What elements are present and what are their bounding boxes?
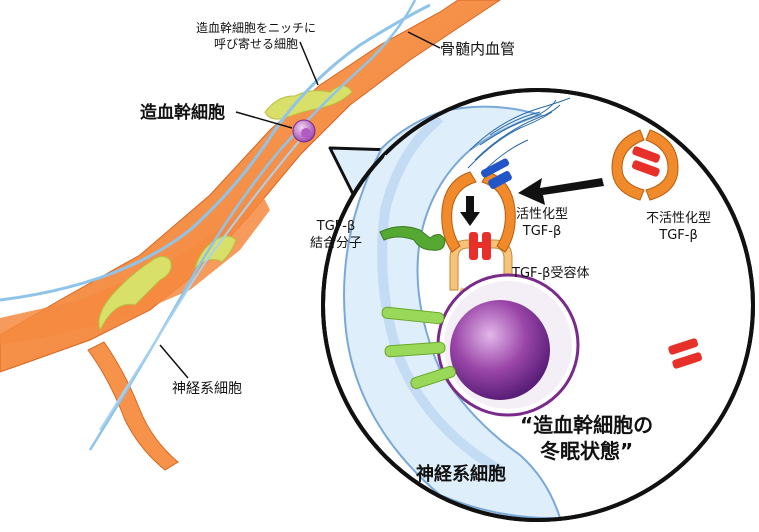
label-nerve-cell-inner: 神経系細胞 — [416, 464, 506, 485]
inactive-tgf-beta — [611, 129, 679, 201]
label-bone-marrow-vessel: 骨髄内血管 — [440, 40, 516, 58]
niche-cell — [194, 235, 237, 270]
arrow-activation — [518, 178, 604, 205]
free-tgf-beta — [668, 338, 703, 369]
label-active-tgf-line1: 活性化型 — [516, 207, 569, 222]
label-inactive-tgf-line1: 不活性化型 — [646, 211, 712, 226]
label-hibernation-line2: 冬眠状態” — [540, 439, 634, 463]
arrow-down — [460, 196, 480, 226]
nerve-cell-region — [343, 105, 562, 520]
label-tgf-binding: TGF-β 結合分子 — [310, 218, 362, 252]
label-active-tgf-line2: TGF-β — [522, 224, 562, 239]
hsc-large — [436, 273, 580, 417]
vessel-body — [0, 0, 501, 373]
leader-line — [235, 111, 293, 129]
active-tgf-beta — [441, 158, 516, 260]
adhesion-molecules — [381, 306, 456, 390]
label-niche-line2: 呼び寄せる細胞 — [214, 37, 299, 51]
label-tgf-binding-line1: TGF-β — [316, 219, 356, 234]
nerve-fiber — [99, 139, 301, 431]
magnified-view — [321, 88, 755, 522]
hsc-small-nucleus — [301, 128, 311, 138]
niche-cell — [98, 256, 172, 332]
bubble-border — [321, 88, 755, 522]
fiber-tuft — [467, 97, 571, 171]
vessel-branch — [87, 341, 179, 471]
label-hibernation-line1: “造血幹細胞の — [520, 413, 654, 437]
label-nerve-cell-outer: 神経系細胞 — [172, 381, 242, 397]
label-tgf-receptor: TGF-β受容体 — [512, 266, 590, 281]
tgf-binding-molecule — [379, 226, 446, 251]
leader-line — [299, 41, 319, 86]
label-niche-line1: 造血幹細胞をニッチに — [196, 21, 317, 35]
label-inactive-tgf-line2: TGF-β — [659, 228, 698, 243]
label-niche-cell: 造血幹細胞をニッチに 呼び寄せる細胞 — [196, 20, 316, 52]
label-hsc: 造血幹細胞 — [140, 103, 225, 123]
label-active-tgf: 活性化型 TGF-β — [516, 206, 568, 240]
nerve-cell-membrane — [377, 114, 503, 475]
vessel-lower — [0, 190, 270, 345]
label-inactive-tgf: 不活性化型 TGF-β — [646, 210, 711, 244]
label-tgf-binding-line2: 結合分子 — [310, 236, 363, 251]
label-hibernation: “造血幹細胞の 冬眠状態” — [520, 412, 653, 464]
nerve-fiber — [0, 3, 431, 302]
leader-line — [407, 31, 441, 49]
leader-line — [159, 344, 189, 379]
bone-marrow-vessel — [0, 0, 501, 471]
